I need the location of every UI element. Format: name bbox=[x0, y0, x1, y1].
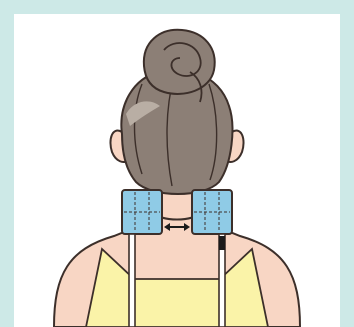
strap-left bbox=[129, 234, 135, 327]
illustration-frame bbox=[14, 14, 340, 327]
hair-bun bbox=[144, 30, 215, 94]
neck-pad-illustration bbox=[14, 14, 340, 327]
strap-right bbox=[219, 234, 225, 327]
neck-pad-right bbox=[192, 190, 232, 234]
neck-pad-left bbox=[122, 190, 162, 234]
